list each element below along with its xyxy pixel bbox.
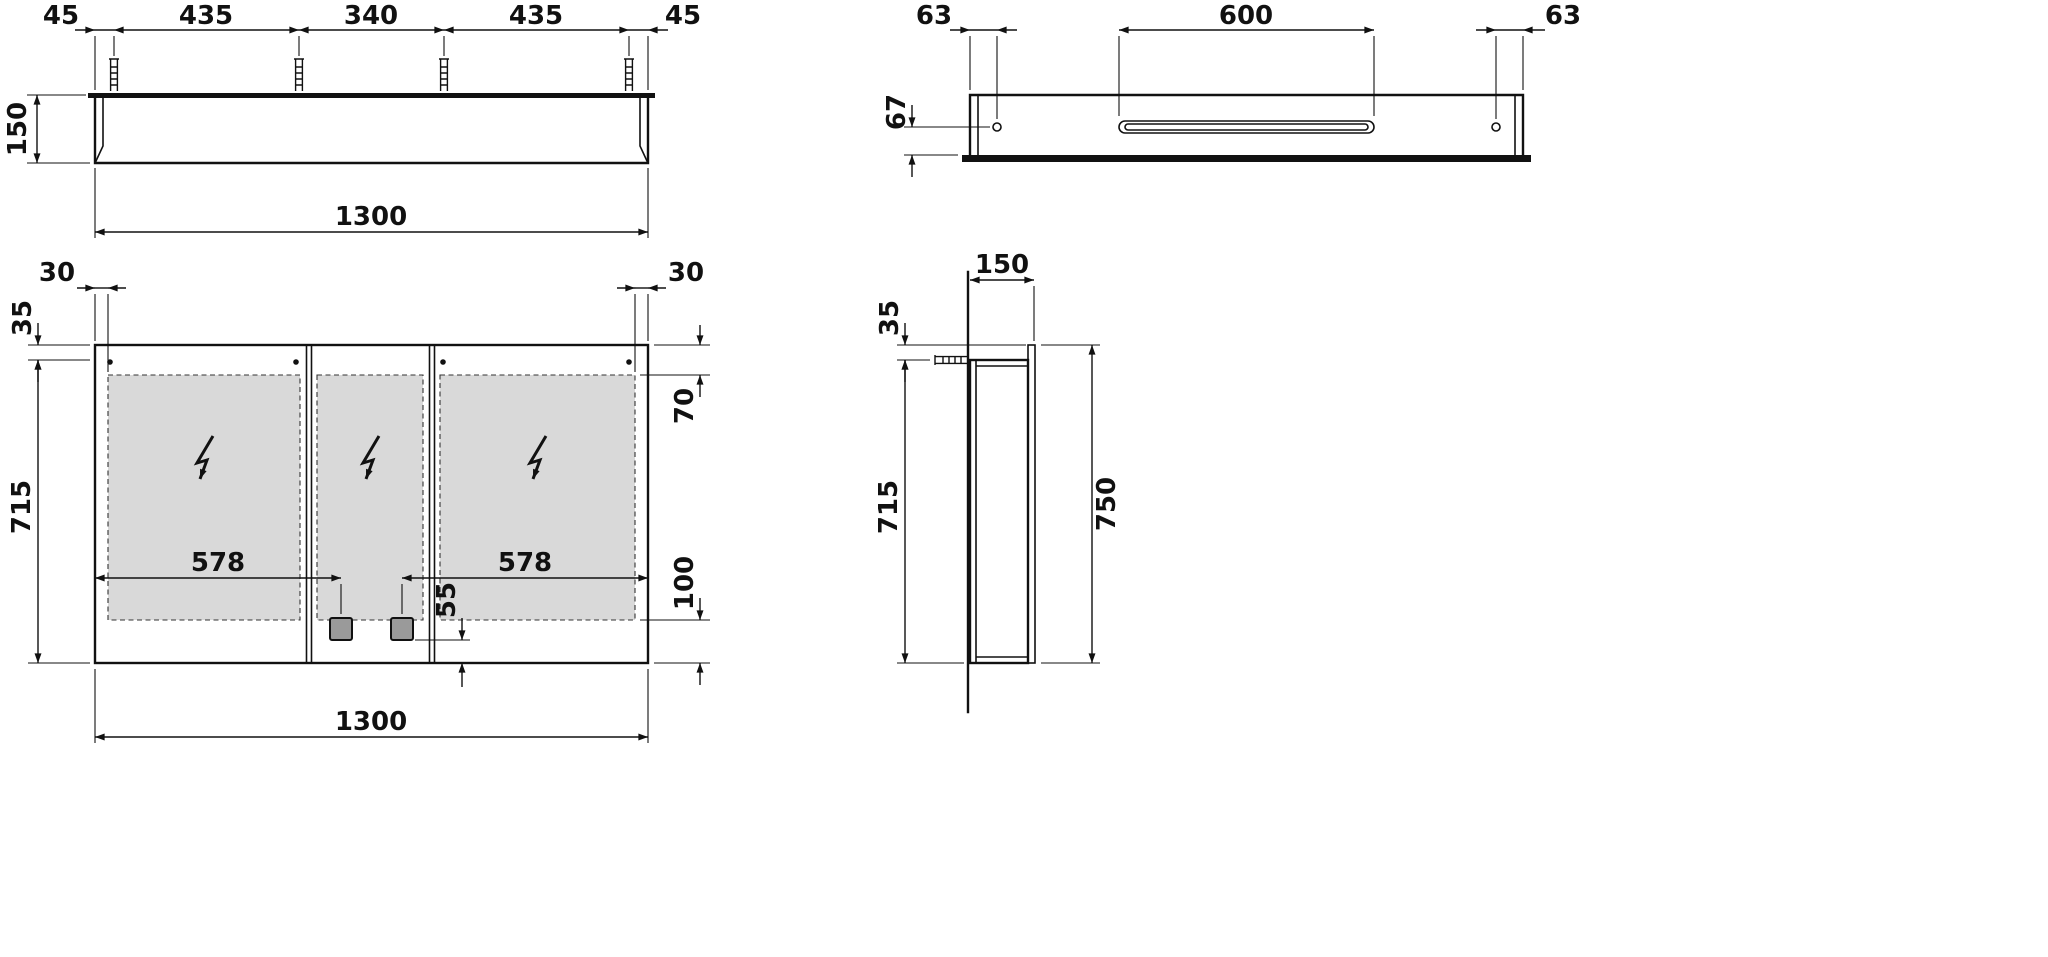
dim-label: 30	[39, 258, 75, 288]
dim-label: 1300	[335, 202, 407, 232]
power-socket	[390, 617, 414, 641]
cabinet-outline	[968, 93, 1525, 157]
top-view: 45 435 340 435 45 150 1300	[3, 1, 701, 238]
dim-label: 35	[8, 300, 38, 336]
mounting-hole-icon	[1491, 122, 1501, 132]
dim-label: 45	[43, 1, 79, 31]
bottom-view: 63 600 63 67	[882, 1, 1581, 177]
dim-label: 55	[432, 582, 462, 618]
dim-carcass-height: 715	[874, 360, 964, 664]
dim-label: 63	[1545, 1, 1581, 31]
side-wall-detail	[94, 97, 649, 163]
dim-hole-and-slot: 63 600 63	[916, 1, 1581, 119]
dim-mirror-width-left: 578	[95, 548, 342, 614]
front-view: 30 30 35 715 70	[7, 258, 710, 743]
mirror-door-left	[107, 374, 301, 621]
dim-label: 750	[1092, 477, 1122, 531]
dim-label: 100	[670, 556, 700, 610]
dim-mirror-bottom-inset: 100	[640, 556, 710, 685]
mirror-door-right	[439, 374, 636, 621]
light-slot	[1118, 120, 1375, 134]
dim-label: 435	[509, 1, 563, 31]
dim-label: 45	[665, 1, 701, 31]
dim-slot-to-front: 67	[882, 94, 990, 177]
screw-dot	[293, 359, 299, 365]
dim-label: 340	[344, 1, 398, 31]
dim-total-height: 750	[1041, 344, 1122, 664]
dim-mirror-width-right: 578	[401, 548, 648, 614]
screw-dot	[626, 359, 632, 365]
dim-top-offset: 35	[8, 300, 90, 382]
dim-label: 150	[975, 250, 1029, 280]
mirror-door-middle	[316, 374, 424, 621]
carcass-detail	[975, 359, 1029, 664]
dim-label: 715	[874, 480, 904, 534]
side-view: 150 35 715 750	[874, 250, 1122, 714]
door-dividers	[305, 344, 436, 664]
dim-label: 1300	[335, 707, 407, 737]
screw-dot	[440, 359, 446, 365]
dim-label: 600	[1219, 1, 1273, 31]
dim-label: 435	[179, 1, 233, 31]
light-slot-inner	[1124, 123, 1369, 131]
dim-depth: 150	[3, 94, 90, 164]
dim-mirror-top-inset: 70	[640, 325, 710, 424]
mounting-hole-icon	[992, 122, 1002, 132]
dim-depth: 150	[970, 250, 1035, 341]
dim-width: 1300	[94, 669, 649, 743]
screw-dot	[107, 359, 113, 365]
dim-label: 578	[191, 548, 245, 578]
dim-label: 715	[7, 480, 37, 534]
cabinet-outline	[93, 96, 650, 165]
cabinet-outline	[93, 343, 650, 665]
dim-label: 70	[670, 388, 700, 424]
front-edge	[962, 155, 1531, 162]
dim-edge-inset-right: 30	[617, 258, 704, 372]
top-panel	[88, 93, 655, 98]
power-socket	[329, 617, 353, 641]
side-wall-detail	[977, 94, 1516, 156]
dim-carcass-height: 715	[7, 360, 90, 664]
dim-edge-inset-left: 30	[39, 258, 126, 372]
dim-label: 150	[3, 102, 33, 156]
dim-label: 63	[916, 1, 952, 31]
mirror-panel	[1027, 344, 1036, 664]
dim-label: 30	[668, 258, 704, 288]
dim-label: 67	[882, 94, 912, 130]
dim-fixing-chain: 45 435 340 435 45	[43, 1, 701, 90]
dim-label: 35	[875, 300, 905, 336]
dim-width: 1300	[94, 168, 649, 238]
dim-label: 578	[498, 548, 552, 578]
dim-socket-offset: 55	[415, 582, 470, 687]
